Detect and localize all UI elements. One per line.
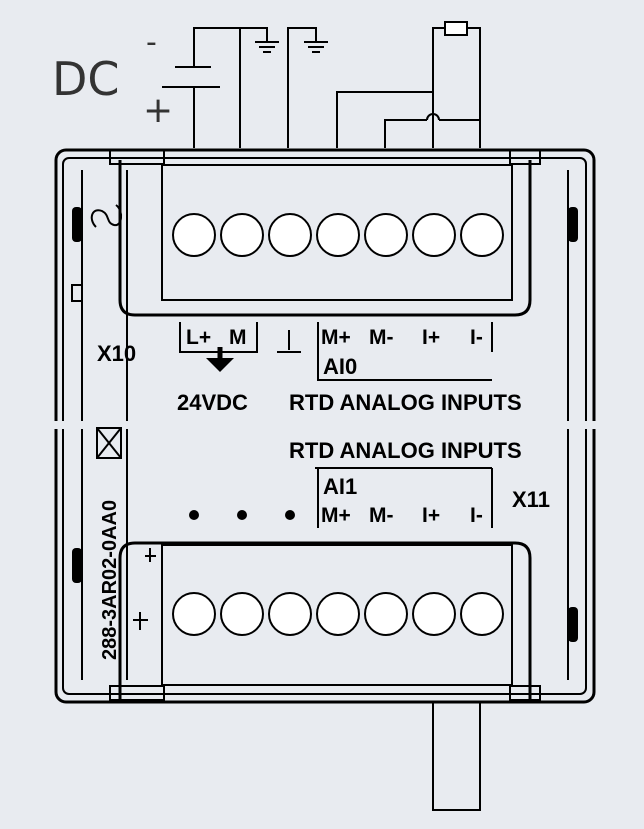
label-top-mplus: M+ bbox=[321, 326, 351, 349]
unused-pin-dot-3 bbox=[285, 510, 295, 520]
rtd-resistor-icon bbox=[444, 21, 468, 36]
ground-wires bbox=[240, 27, 328, 148]
left-clip-bottom bbox=[72, 548, 82, 583]
label-lplus: L+ bbox=[186, 326, 211, 349]
rtd-sensor bbox=[336, 21, 481, 148]
wire-rtd-right bbox=[467, 27, 481, 148]
top-terminal-block bbox=[109, 149, 541, 317]
bottom-terminal-7 bbox=[460, 592, 504, 636]
label-ai1: AI1 bbox=[323, 474, 357, 499]
top-labels: X10 L+ M 24VDC M+ M- I+ I- AI0 RTD ANALO… bbox=[97, 322, 522, 415]
wire-mplus bbox=[336, 91, 433, 148]
top-terminal-row bbox=[172, 213, 504, 257]
bottom-labels: RTD ANALOG INPUTS AI1 M+ M- I+ I- X11 bbox=[189, 438, 550, 528]
top-plug-outline bbox=[118, 160, 532, 317]
bottom-terminal-1 bbox=[172, 592, 216, 636]
connector-x10-label: X10 bbox=[97, 341, 136, 366]
part-number-label: 288-3AR02-0AA0 bbox=[99, 500, 121, 660]
wire-dc-minus bbox=[193, 27, 241, 148]
top-terminal-6 bbox=[412, 213, 456, 257]
top-terminal-2 bbox=[220, 213, 264, 257]
top-terminal-7 bbox=[460, 213, 504, 257]
bottom-terminal-5 bbox=[364, 592, 408, 636]
module-body bbox=[30, 148, 614, 704]
bottom-terminal-6 bbox=[412, 592, 456, 636]
connector-x11-label: X11 bbox=[512, 487, 550, 512]
left-clip-top bbox=[72, 207, 82, 242]
wire-rtd-left bbox=[432, 27, 445, 148]
label-top-mminus: M- bbox=[369, 326, 394, 349]
right-clip-top bbox=[568, 207, 578, 242]
bottom-terminal-3 bbox=[268, 592, 312, 636]
bottom-terminal-4 bbox=[316, 592, 360, 636]
dc-plus-sign: + bbox=[143, 90, 173, 131]
siemens-logo-icon bbox=[90, 204, 122, 228]
label-bottom-section: RTD ANALOG INPUTS bbox=[289, 438, 522, 463]
right-clip-bottom bbox=[568, 607, 578, 642]
label-bottom-mminus: M- bbox=[369, 504, 394, 527]
bottom-cable bbox=[432, 702, 481, 811]
ground-icon-1 bbox=[255, 41, 279, 53]
top-plug-inner bbox=[161, 164, 513, 301]
wire-ground-1 bbox=[240, 27, 268, 42]
label-bottom-iminus: I- bbox=[470, 504, 483, 527]
arrow-down-icon bbox=[206, 347, 234, 372]
wire-ground-2 bbox=[287, 27, 317, 148]
dc-label: DC bbox=[52, 52, 120, 106]
top-terminal-4 bbox=[316, 213, 360, 257]
bottom-terminal-2 bbox=[220, 592, 264, 636]
label-ai0: AI0 bbox=[323, 354, 357, 379]
part-number-block: 288-3AR02-0AA0 bbox=[96, 427, 122, 660]
ground-icon-2 bbox=[304, 41, 328, 53]
ai0-bracket bbox=[317, 322, 492, 381]
label-24vdc: 24VDC bbox=[177, 390, 248, 415]
bottom-terminal-block bbox=[109, 541, 541, 701]
bottom-wire-exit bbox=[432, 702, 481, 811]
label-top-iminus: I- bbox=[470, 326, 483, 349]
label-top-section: RTD ANALOG INPUTS bbox=[289, 390, 522, 415]
dc-supply: DC - + bbox=[52, 25, 241, 148]
checkbox-cross-icon bbox=[96, 427, 122, 459]
wire-crossover bbox=[426, 113, 440, 121]
unused-pin-dot-2 bbox=[237, 510, 247, 520]
ground-terminal-icon bbox=[277, 330, 301, 353]
dc-minus-sign: - bbox=[146, 25, 157, 60]
bottom-plug-inner bbox=[161, 544, 513, 686]
bottom-plug-outline bbox=[118, 541, 532, 700]
label-bottom-mplus: M+ bbox=[321, 504, 351, 527]
label-m: M bbox=[229, 326, 247, 349]
label-bottom-iplus: I+ bbox=[422, 504, 440, 527]
wire-mminus bbox=[384, 119, 427, 148]
top-terminal-5 bbox=[364, 213, 408, 257]
top-terminal-1 bbox=[172, 213, 216, 257]
unused-pin-dot-1 bbox=[189, 510, 199, 520]
bottom-terminal-row bbox=[172, 592, 504, 636]
top-terminal-3 bbox=[268, 213, 312, 257]
label-top-iplus: I+ bbox=[422, 326, 440, 349]
